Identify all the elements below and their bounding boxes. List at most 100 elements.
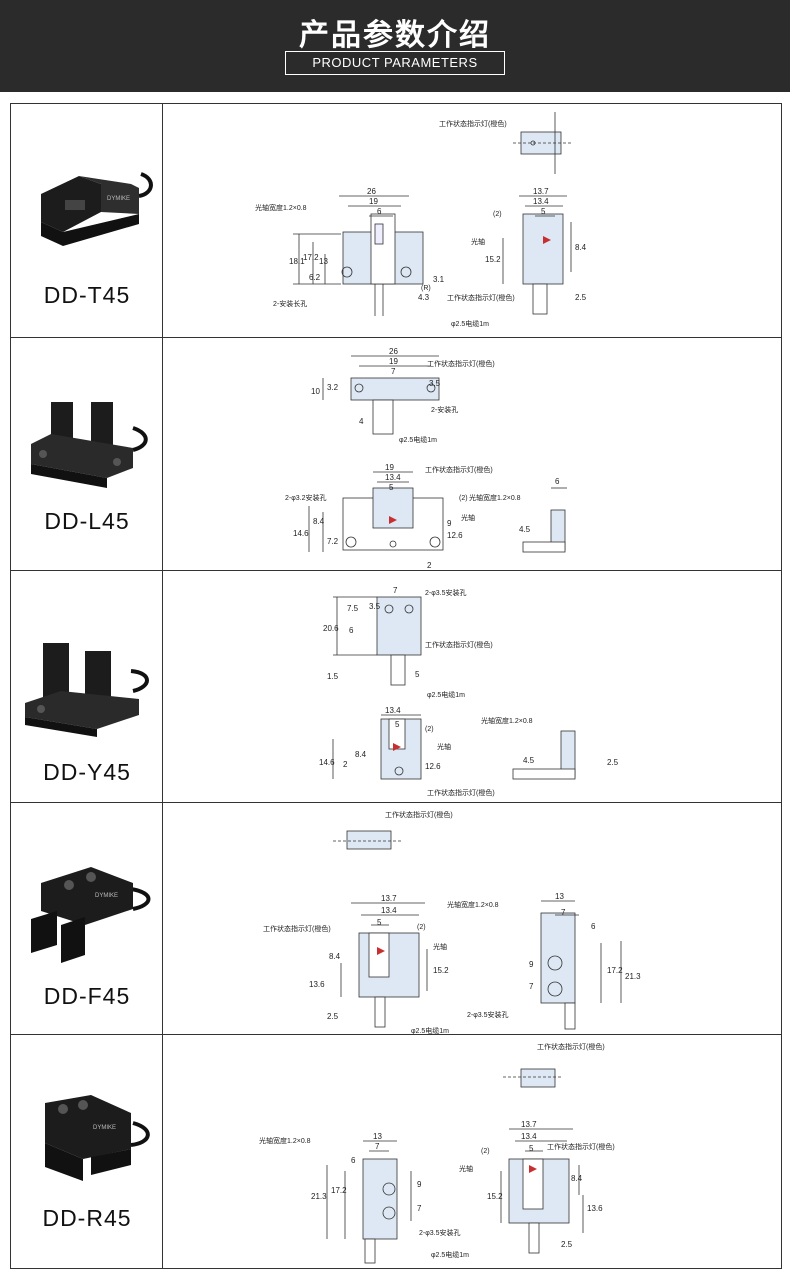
svg-text:9: 9: [417, 1180, 422, 1189]
svg-text:DYMIKE: DYMIKE: [95, 893, 118, 899]
svg-text:5: 5: [529, 1144, 534, 1153]
svg-text:13.4: 13.4: [385, 473, 401, 482]
svg-text:14.6: 14.6: [293, 529, 309, 538]
indicator-label-2: 工作状态指示灯(橙色): [427, 788, 495, 797]
svg-text:13.4: 13.4: [521, 1132, 537, 1141]
svg-text:13.7: 13.7: [521, 1120, 537, 1129]
svg-text:4.5: 4.5: [523, 756, 535, 765]
optical-axis-label: 光轴: [437, 742, 451, 751]
svg-text:13.7: 13.7: [533, 187, 549, 196]
svg-text:6: 6: [377, 207, 382, 216]
two-label: (2): [481, 1148, 490, 1155]
model-name: DD-Y45: [43, 759, 131, 785]
product-photo: DYMIKE: [45, 1095, 150, 1181]
svg-text:2.5: 2.5: [607, 758, 619, 767]
svg-text:21.3: 21.3: [311, 1192, 327, 1201]
svg-text:2.5: 2.5: [561, 1240, 573, 1249]
product-photo: DYMIKE: [41, 172, 153, 246]
svg-text:6: 6: [349, 626, 354, 635]
svg-text:19: 19: [385, 463, 394, 472]
two-label: (2): [425, 726, 434, 733]
optical-axis-label: 光轴: [459, 1164, 473, 1173]
page-header: 产品参数介绍 PRODUCT PARAMETERS: [0, 0, 790, 92]
indicator-label: 工作状态指示灯(橙色): [427, 359, 495, 368]
svg-text:4.3: 4.3: [418, 293, 430, 302]
svg-text:9: 9: [447, 519, 452, 528]
svg-text:12.6: 12.6: [447, 531, 463, 540]
mount-32-label: 2-φ3.2安装孔: [285, 493, 327, 502]
svg-text:DYMIKE: DYMIKE: [107, 196, 130, 202]
svg-text:13.6: 13.6: [587, 1204, 603, 1213]
product-photo: [25, 643, 149, 737]
svg-text:7.5: 7.5: [347, 604, 359, 613]
svg-text:5: 5: [415, 670, 420, 679]
svg-text:15.2: 15.2: [487, 1192, 503, 1201]
indicator-label-2: 工作状态指示灯(橙色): [447, 293, 515, 302]
svg-text:5: 5: [395, 720, 400, 729]
indicator-label: 工作状态指示灯(橙色): [425, 640, 493, 649]
svg-text:7: 7: [391, 367, 396, 376]
axis-width-label: 光轴宽度1.2×0.8: [447, 900, 499, 909]
svg-text:5: 5: [377, 918, 382, 927]
cable-label: φ2.5电缆1m: [411, 1026, 449, 1035]
svg-text:13.7: 13.7: [381, 894, 397, 903]
table-row: DYMIKE DD-R45: [11, 1035, 781, 1268]
svg-text:7: 7: [561, 908, 566, 917]
product-cell: DD-L45: [11, 338, 163, 570]
svg-text:15.2: 15.2: [433, 966, 449, 975]
svg-text:5: 5: [389, 483, 394, 492]
svg-text:2.5: 2.5: [327, 1012, 339, 1021]
axis-width-label: 光轴宽度1.2×0.8: [255, 203, 307, 212]
svg-text:6.2: 6.2: [309, 273, 321, 282]
svg-text:13.4: 13.4: [533, 197, 549, 206]
optical-axis-label: 光轴: [471, 237, 485, 246]
svg-text:9: 9: [529, 960, 534, 969]
svg-text:17.2: 17.2: [303, 253, 319, 262]
svg-text:12.6: 12.6: [425, 762, 441, 771]
svg-text:21.3: 21.3: [625, 972, 641, 981]
svg-text:13.4: 13.4: [381, 906, 397, 915]
svg-text:7: 7: [393, 586, 398, 595]
svg-text:13.4: 13.4: [385, 706, 401, 715]
model-name: DD-R45: [42, 1205, 132, 1231]
svg-text:13.6: 13.6: [309, 980, 325, 989]
optical-axis-label: 光轴: [433, 942, 447, 951]
model-name: DD-F45: [43, 983, 131, 1009]
axis-width-label: 光轴宽度1.2×0.8: [481, 716, 533, 725]
svg-text:10: 10: [311, 387, 320, 396]
svg-text:4.5: 4.5: [519, 525, 531, 534]
svg-text:3.5: 3.5: [429, 379, 441, 388]
svg-text:DYMIKE: DYMIKE: [93, 1125, 116, 1131]
svg-text:3.2: 3.2: [327, 383, 339, 392]
product-photo: [31, 402, 148, 488]
svg-text:2: 2: [343, 760, 348, 769]
axis-width-label: 光轴宽度1.2×0.8: [469, 493, 521, 502]
page-title: 产品参数介绍: [299, 18, 491, 53]
svg-text:14.6: 14.6: [319, 758, 335, 767]
parameters-table: DYMIKE DD-T45: [10, 103, 782, 1269]
indicator-label: 工作状态指示灯(橙色): [439, 119, 507, 128]
svg-text:13: 13: [373, 1132, 382, 1141]
product-cell: DYMIKE DD-F45: [11, 803, 163, 1034]
mount-35-label: 2-φ3.5安装孔: [419, 1228, 461, 1237]
svg-text:7: 7: [529, 982, 534, 991]
two-label: (2): [459, 495, 468, 502]
table-row: DD-L45: [11, 338, 781, 571]
indicator-label-2: 工作状态指示灯(橙色): [263, 924, 331, 933]
svg-text:4: 4: [359, 417, 364, 426]
svg-text:13: 13: [319, 257, 328, 266]
indicator-label-2: 工作状态指示灯(橙色): [425, 465, 493, 474]
two-label: (2): [493, 211, 502, 218]
product-cell: DD-Y45: [11, 571, 163, 802]
table-row: DD-Y45: [11, 571, 781, 803]
svg-text:1.5: 1.5: [327, 672, 339, 681]
indicator-label: 工作状态指示灯(橙色): [385, 810, 453, 819]
